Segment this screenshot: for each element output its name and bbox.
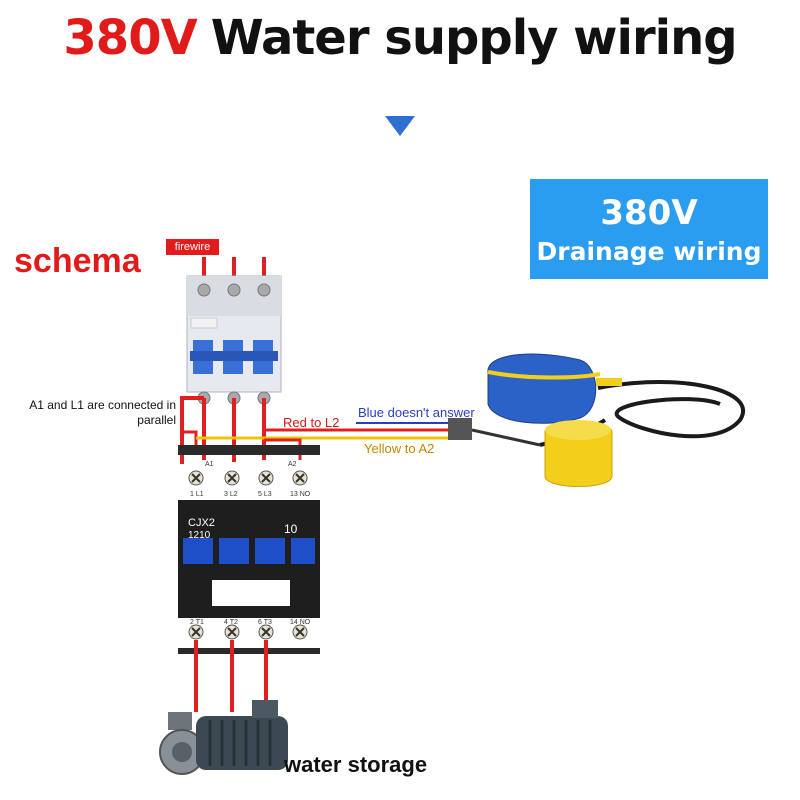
terminal-label-l1: 1 L1 [190, 491, 204, 498]
firewire-tag: firewire [166, 239, 219, 255]
terminal-label-13no: 13 NO [290, 491, 311, 498]
float-switch-icon [487, 353, 745, 487]
parallel-note: A1 and L1 are connected in parallel [29, 398, 176, 427]
circuit-breaker [186, 275, 282, 405]
terminal-label-l2: 3 L2 [224, 491, 238, 498]
water-storage-label: water storage [284, 752, 428, 777]
drainage-badge: 380V Drainage wiring [530, 179, 768, 279]
contactor-model: CJX2 [188, 517, 215, 529]
contactor-rating: 1210 [188, 530, 211, 541]
terminal-label-t3: 6 T3 [258, 619, 272, 626]
red-wire-note: Red to L2 [283, 415, 340, 430]
badge-subtitle: Drainage wiring [536, 237, 762, 266]
title-text: Water supply wiring [210, 10, 738, 66]
coil-label-a2: A2 [288, 461, 297, 468]
down-arrow-icon [385, 116, 415, 136]
breaker-to-contactor-wires [180, 396, 541, 464]
title-voltage: 380V [63, 10, 197, 66]
badge-voltage: 380V [600, 193, 698, 233]
yellow-wire-note: Yellow to A2 [364, 441, 435, 456]
contactor [178, 445, 320, 654]
schema-label: schema [14, 242, 141, 280]
terminal-label-t1: 2 T1 [190, 619, 204, 626]
contactor-contact: 10 [284, 522, 298, 536]
water-pump-icon [159, 700, 288, 775]
coil-label-a1: A1 [205, 461, 214, 468]
terminal-label-14no: 14 NO [290, 619, 311, 626]
terminal-label-l3: 5 L3 [258, 491, 272, 498]
blue-wire-note: Blue doesn't answer [358, 405, 475, 420]
terminal-label-t2: 4 T2 [224, 619, 238, 626]
